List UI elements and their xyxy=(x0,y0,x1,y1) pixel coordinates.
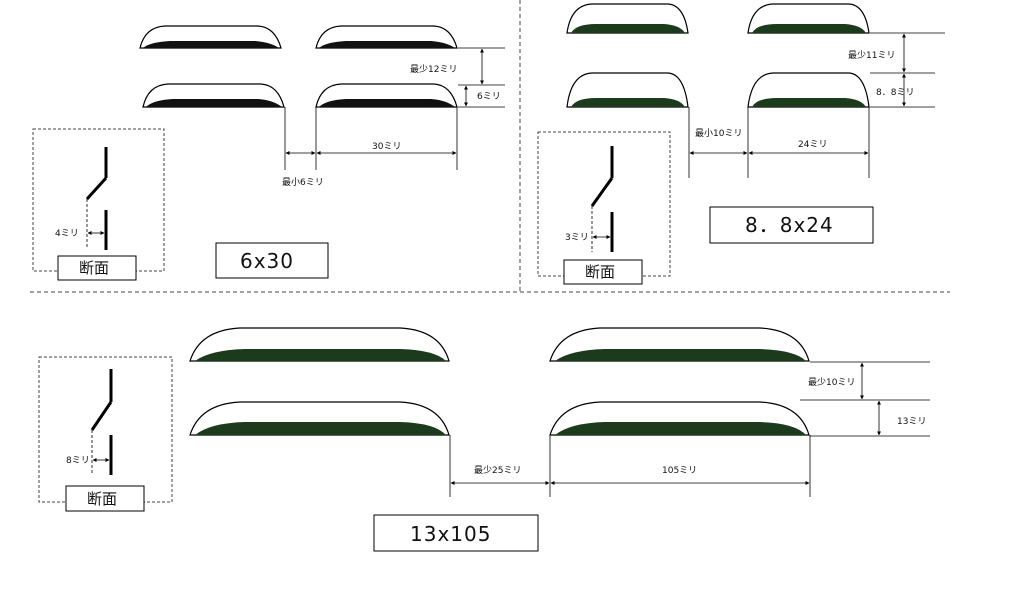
panel-13x105: 最少25ミリ 105ミリ 最少10ミリ 13ミリ 8ミリ 断面 13x105 xyxy=(38,327,930,552)
section-label: 断面 xyxy=(87,490,117,508)
dimension-lines xyxy=(449,361,930,497)
row-gap-label: 最少11ミリ xyxy=(848,50,895,61)
height-label: 6ミリ xyxy=(477,92,501,102)
height-label: 8．8ミリ xyxy=(876,88,914,98)
dimension-lines xyxy=(284,47,505,170)
panel-8-8x24: 最小10ミリ 24ミリ 最少11ミリ 8．8ミリ 3ミリ 断面 8．8x24 xyxy=(537,3,945,285)
blade xyxy=(566,3,689,34)
blade xyxy=(142,83,285,108)
blade xyxy=(189,401,450,436)
cross-section-inset: 3ミリ 断面 xyxy=(537,131,671,285)
blade xyxy=(747,72,870,108)
size-box: 8．8x24 xyxy=(709,206,874,244)
length-label: 24ミリ xyxy=(798,140,827,150)
size-box: 13x105 xyxy=(373,514,539,552)
blade xyxy=(315,25,458,49)
size-label: 6x30 xyxy=(240,249,294,273)
gap-label: 最小10ミリ xyxy=(695,128,742,139)
blade xyxy=(139,25,282,49)
blade xyxy=(747,3,870,34)
section-label: 断面 xyxy=(585,263,615,281)
blade xyxy=(549,401,810,436)
dimension-lines xyxy=(688,32,945,178)
cross-section-inset: 4ミリ 断面 xyxy=(32,128,165,281)
panel-dividers xyxy=(30,0,950,293)
blade xyxy=(549,327,810,362)
size-box: 6x30 xyxy=(215,242,329,279)
blade xyxy=(566,72,689,108)
row-gap-label: 最少10ミリ xyxy=(808,377,855,388)
cross-section-inset: 8ミリ 断面 xyxy=(38,356,173,512)
cross-gap-label: 8ミリ xyxy=(66,456,90,466)
size-label: 8．8x24 xyxy=(745,213,834,237)
gap-label: 最少25ミリ xyxy=(474,465,521,476)
panel-6x30: 最小6ミリ 30ミリ 最少12ミリ 6ミリ 4ミリ 断面 6x30 xyxy=(32,25,505,281)
row-gap-label: 最少12ミリ xyxy=(410,64,457,75)
height-label: 13ミリ xyxy=(897,417,926,427)
section-label: 断面 xyxy=(79,259,109,277)
length-label: 30ミリ xyxy=(372,142,401,152)
blade xyxy=(189,327,450,362)
cross-gap-label: 3ミリ xyxy=(565,233,589,243)
blade xyxy=(315,83,458,108)
gap-label: 最小6ミリ xyxy=(282,177,324,188)
cross-gap-label: 4ミリ xyxy=(55,229,79,239)
size-label: 13x105 xyxy=(410,522,491,546)
length-label: 105ミリ xyxy=(662,466,697,476)
